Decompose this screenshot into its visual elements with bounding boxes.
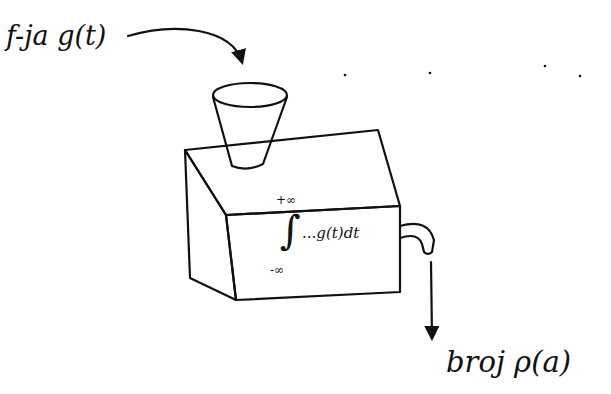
input-arrow [128, 29, 242, 62]
upper-limit: +∞ [276, 194, 296, 206]
integrand: ...g(t)dt [302, 226, 359, 241]
stray-dot [344, 74, 347, 77]
stray-dot [544, 65, 547, 68]
funnel-cone [213, 97, 287, 169]
integral-sign: ∫ [280, 210, 301, 250]
box-side [185, 150, 236, 300]
stray-dot [429, 72, 432, 75]
machine-box: +∞ ∫ -∞ ...g(t)dt [250, 188, 395, 292]
stray-dot [579, 75, 582, 78]
output-arrow [431, 262, 432, 338]
spout [400, 224, 434, 254]
input-label: f-ja g(t) [6, 22, 106, 49]
funnel-rim [213, 83, 287, 107]
box-front [226, 206, 400, 300]
output-label: broj ρ(a) [446, 348, 571, 377]
lower-limit: -∞ [270, 264, 284, 276]
